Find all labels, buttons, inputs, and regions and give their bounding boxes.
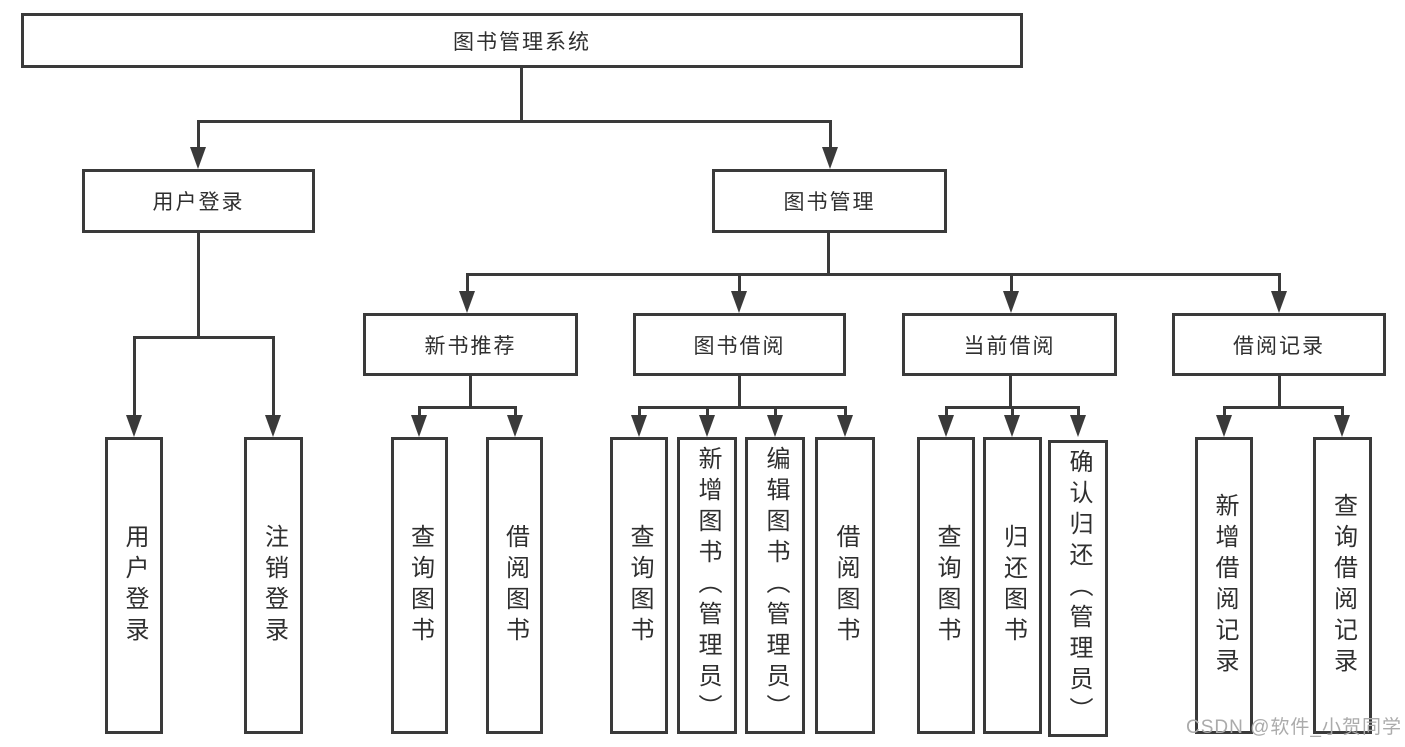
leaf-newbook-query-books: 查询图书 bbox=[391, 437, 448, 734]
connector-line bbox=[197, 120, 832, 123]
leaf-logout-label: 注销登录 bbox=[260, 523, 288, 648]
connector-line bbox=[1278, 376, 1281, 408]
connector-line bbox=[1223, 406, 1226, 417]
connector-line bbox=[1010, 273, 1013, 293]
connector-line bbox=[469, 376, 472, 408]
arrow-down-icon bbox=[767, 415, 783, 437]
connector-line bbox=[638, 406, 847, 409]
connector-line bbox=[844, 406, 847, 417]
leaf-current-query-books-label: 查询图书 bbox=[933, 523, 960, 648]
node-book-borrow-label: 图书借阅 bbox=[693, 334, 786, 358]
connector-line bbox=[418, 406, 421, 417]
connector-line bbox=[1278, 273, 1281, 293]
connector-line bbox=[1223, 406, 1344, 409]
connector-line bbox=[829, 120, 832, 149]
node-current-borrow: 当前借阅 bbox=[902, 313, 1117, 376]
arrow-down-icon bbox=[822, 147, 838, 169]
node-book-management: 图书管理 bbox=[712, 169, 947, 233]
connector-line bbox=[197, 120, 200, 149]
connector-line bbox=[774, 406, 777, 417]
connector-line bbox=[1009, 376, 1012, 408]
connector-line bbox=[514, 406, 517, 417]
node-root-label: 图书管理系统 bbox=[453, 30, 591, 54]
leaf-borrow-query-books: 查询图书 bbox=[610, 437, 668, 734]
arrow-down-icon bbox=[126, 415, 142, 437]
arrow-down-icon bbox=[1003, 291, 1019, 313]
leaf-borrow-add-books-admin: 新增图书（管理员） bbox=[677, 437, 737, 734]
leaf-borrow-borrow-books: 借阅图书 bbox=[815, 437, 875, 734]
arrow-down-icon bbox=[1271, 291, 1287, 313]
connector-line bbox=[738, 376, 741, 408]
connector-line bbox=[418, 406, 517, 409]
arrow-down-icon bbox=[731, 291, 747, 313]
connector-line bbox=[272, 336, 275, 417]
node-new-book-recommend-label: 新书推荐 bbox=[424, 334, 517, 358]
connector-line bbox=[945, 406, 948, 417]
node-current-borrow-label: 当前借阅 bbox=[963, 334, 1056, 358]
connector-line bbox=[1011, 406, 1014, 417]
leaf-newbook-borrow-books: 借阅图书 bbox=[486, 437, 543, 734]
leaf-current-return-books-label: 归还图书 bbox=[999, 523, 1027, 648]
leaf-user-login: 用户登录 bbox=[105, 437, 163, 734]
arrow-down-icon bbox=[507, 415, 523, 437]
leaf-current-confirm-return-admin-label: 确认归还（管理员） bbox=[1065, 449, 1092, 728]
arrow-down-icon bbox=[1334, 415, 1350, 437]
node-book-management-label: 图书管理 bbox=[783, 191, 876, 214]
connector-line bbox=[1341, 406, 1344, 417]
arrow-down-icon bbox=[631, 415, 647, 437]
node-user-login-label: 用户登录 bbox=[152, 191, 245, 214]
arrow-down-icon bbox=[265, 415, 281, 437]
leaf-records-query-record-label: 查询借阅记录 bbox=[1329, 492, 1357, 679]
connector-line bbox=[133, 336, 136, 417]
watermark: CSDN @软件_小贺同学 bbox=[1186, 717, 1402, 738]
leaf-borrow-borrow-books-label: 借阅图书 bbox=[832, 523, 859, 648]
connector-line bbox=[520, 68, 523, 120]
connector-line bbox=[706, 406, 709, 417]
node-root: 图书管理系统 bbox=[21, 13, 1023, 68]
leaf-newbook-query-books-label: 查询图书 bbox=[406, 523, 434, 648]
arrow-down-icon bbox=[1004, 415, 1020, 437]
arrow-down-icon bbox=[190, 147, 206, 169]
leaf-user-login-label: 用户登录 bbox=[121, 523, 148, 648]
leaf-borrow-add-books-admin-label: 新增图书（管理员） bbox=[694, 446, 721, 725]
arrow-down-icon bbox=[459, 291, 475, 313]
leaf-current-confirm-return-admin: 确认归还（管理员） bbox=[1048, 440, 1108, 737]
leaf-records-query-record: 查询借阅记录 bbox=[1313, 437, 1372, 734]
connector-line bbox=[133, 336, 275, 339]
leaf-newbook-borrow-books-label: 借阅图书 bbox=[501, 523, 529, 648]
leaf-records-add-record-label: 新增借阅记录 bbox=[1211, 492, 1238, 679]
leaf-borrow-query-books-label: 查询图书 bbox=[626, 523, 653, 648]
connector-line bbox=[466, 273, 1281, 276]
node-borrow-records-label: 借阅记录 bbox=[1233, 334, 1325, 358]
leaf-logout: 注销登录 bbox=[244, 437, 303, 734]
node-borrow-records: 借阅记录 bbox=[1172, 313, 1386, 376]
leaf-current-return-books: 归还图书 bbox=[983, 437, 1042, 734]
leaf-borrow-edit-books-admin-label: 编辑图书（管理员） bbox=[762, 446, 789, 725]
leaf-current-query-books: 查询图书 bbox=[917, 437, 975, 734]
node-book-borrow: 图书借阅 bbox=[633, 313, 846, 376]
arrow-down-icon bbox=[938, 415, 954, 437]
arrow-down-icon bbox=[411, 415, 427, 437]
connector-line bbox=[638, 406, 641, 417]
arrow-down-icon bbox=[837, 415, 853, 437]
leaf-borrow-edit-books-admin: 编辑图书（管理员） bbox=[745, 437, 805, 734]
connector-line bbox=[738, 273, 741, 293]
leaf-records-add-record: 新增借阅记录 bbox=[1195, 437, 1253, 734]
connector-line bbox=[197, 233, 200, 336]
node-user-login: 用户登录 bbox=[82, 169, 315, 233]
connector-line bbox=[827, 233, 830, 275]
arrow-down-icon bbox=[1216, 415, 1232, 437]
arrow-down-icon bbox=[1070, 415, 1086, 437]
node-new-book-recommend: 新书推荐 bbox=[363, 313, 578, 376]
arrow-down-icon bbox=[699, 415, 715, 437]
connector-line bbox=[1077, 406, 1080, 417]
connector-line bbox=[466, 273, 469, 293]
